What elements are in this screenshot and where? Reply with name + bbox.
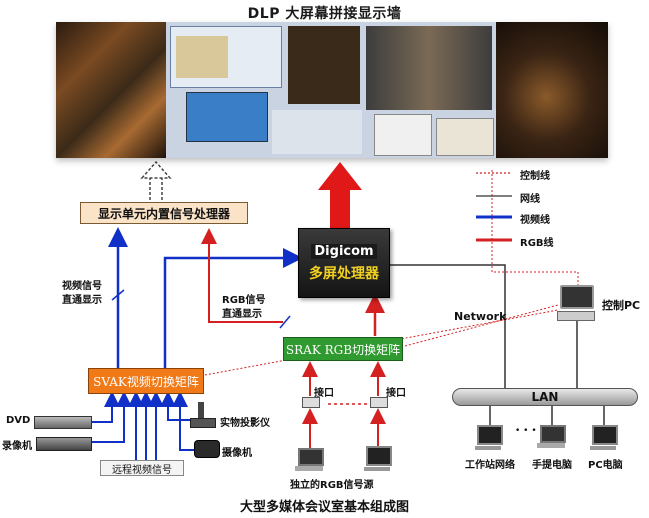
diagram-caption: 大型多媒体会议室基本组成图 — [239, 500, 409, 515]
dashed-arrow-to-wall — [140, 160, 172, 200]
rgb-source-pc-icon — [364, 446, 392, 471]
laptop-label: 手提电脑 — [532, 460, 572, 471]
video-recorder-icon — [36, 437, 92, 451]
dlp-video-wall — [56, 22, 608, 158]
digicom-processor: Digicom 多屏处理器 — [298, 228, 390, 298]
laptop-icon — [537, 425, 566, 448]
workstation-label: 工作站网络 — [465, 460, 515, 471]
rgb-line-srak-to-processor — [201, 228, 283, 323]
control-pc-icon — [557, 285, 595, 321]
interface-right-label: 接口 — [386, 388, 406, 399]
network-line-digicom-to-lan — [390, 264, 506, 388]
network-label: Network — [454, 310, 507, 323]
svak-video-matrix: SVAK视频切换矩阵 — [88, 368, 204, 394]
recorder-label: 录像机 — [2, 441, 32, 452]
rgb-sources-label: 独立的RGB信号源 — [290, 480, 374, 491]
legend-network-line: 网线 — [520, 194, 540, 205]
svak-label: SVAK视频切换矩阵 — [93, 374, 199, 389]
wall-title: DLP 大屏幕拼接显示墙 — [247, 6, 402, 22]
devices-ellipsis: • • • — [515, 426, 537, 436]
rgb-direct-label: RGB信号 直通显示 — [222, 295, 266, 320]
control-line-pc-top — [491, 170, 579, 285]
wall-panel-software — [166, 22, 496, 158]
red-arrow-to-wall — [318, 162, 362, 228]
camera-icon — [194, 440, 220, 458]
remote-video-label: 远程视频信号 — [112, 464, 172, 476]
srak-label: SRAK RGB切换矩阵 — [285, 342, 401, 357]
wall-panel-miners — [496, 22, 608, 158]
display-processor-box: 显示单元内置信号处理器 — [80, 202, 248, 224]
rgb-source-laptop-icon — [295, 448, 324, 471]
remote-video-box: 远程视频信号 — [100, 460, 184, 476]
projector-label: 实物投影仪 — [220, 418, 270, 429]
wall-panel-industrial — [56, 22, 166, 158]
digicom-brand-label: Digicom — [311, 243, 377, 259]
control-pc-label: 控制PC — [602, 299, 641, 312]
video-direct-label: 视频信号 直通显示 — [62, 281, 102, 306]
pc-icon — [590, 425, 618, 450]
dvd-player-icon — [34, 416, 92, 429]
camera-label: 摄像机 — [222, 448, 252, 459]
dvd-label: DVD — [6, 415, 31, 426]
lan-bus: LAN — [452, 388, 638, 406]
legend-rgb-line: RGB线 — [520, 238, 554, 249]
document-projector-icon — [190, 402, 216, 428]
pc-label: PC电脑 — [588, 460, 623, 471]
interface-left-label: 接口 — [314, 388, 334, 399]
interface-right-icon — [370, 397, 388, 408]
legend-video-line: 视频线 — [520, 215, 550, 226]
digicom-name-label: 多屏处理器 — [309, 265, 379, 282]
srak-rgb-matrix: SRAK RGB切换矩阵 — [283, 337, 403, 361]
workstation-icon — [475, 425, 503, 450]
legend-lines — [476, 172, 512, 242]
legend-control-line: 控制线 — [520, 171, 550, 182]
lan-label: LAN — [531, 390, 559, 404]
display-processor-label: 显示单元内置信号处理器 — [97, 206, 230, 221]
interface-left-icon — [302, 397, 320, 408]
video-line-svak-to-digicom — [163, 248, 303, 368]
